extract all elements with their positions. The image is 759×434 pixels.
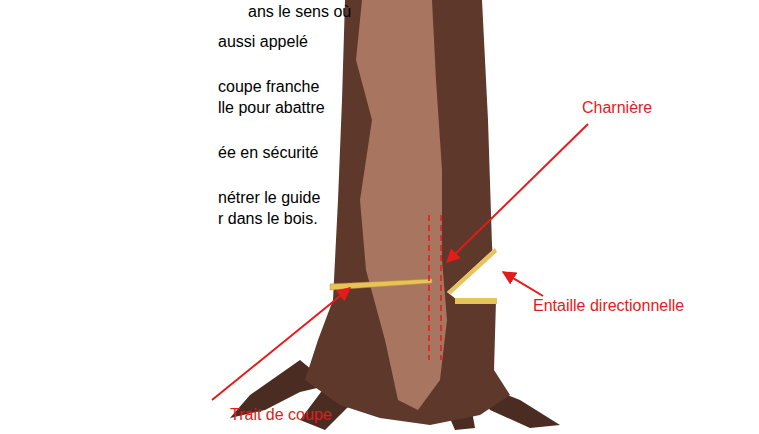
part-label: Trait de coupe xyxy=(230,405,332,425)
paragraph-fragment: lle pour abattre xyxy=(218,98,325,118)
notch-floor xyxy=(455,298,497,304)
trunk xyxy=(305,0,510,425)
leader-arrow xyxy=(503,272,543,296)
leader-arrow xyxy=(447,124,588,262)
part-label: Charnière xyxy=(582,98,652,118)
trunk-light xyxy=(356,0,447,410)
leader-arrow xyxy=(212,288,350,400)
paragraph-fragment: coupe franche xyxy=(218,77,319,97)
hinge-line xyxy=(440,215,442,360)
paragraph-fragment: nétrer le guide xyxy=(218,188,320,208)
paragraph-fragment: r dans le bois. xyxy=(218,209,318,229)
paragraph-fragment: ée en sécurité xyxy=(218,143,319,163)
part-label: Entaille directionnelle xyxy=(533,296,684,316)
felling-cut xyxy=(330,279,432,290)
paragraph-fragment: ans le sens où xyxy=(248,2,351,22)
paragraph-fragment: aussi appelé xyxy=(218,32,308,52)
hinge-line xyxy=(428,215,430,360)
